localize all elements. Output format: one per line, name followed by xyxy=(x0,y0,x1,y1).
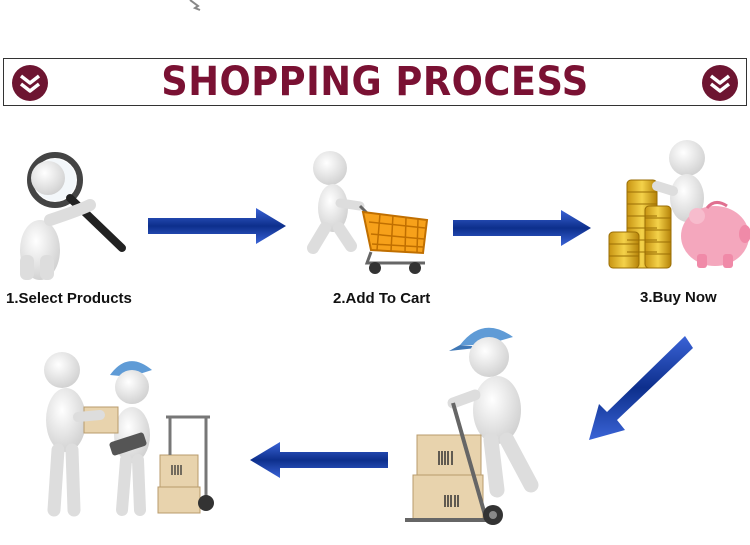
package-handover-figure-icon xyxy=(44,352,214,517)
banner-title: SHOPPING PROCESS xyxy=(161,59,589,105)
magnifier-figure-icon xyxy=(20,152,126,280)
step-label-buy-now: 3.Buy Now xyxy=(640,289,717,306)
top-decoration-mark xyxy=(189,0,201,11)
arrow-right-icon xyxy=(453,210,591,246)
chevron-down-badge-right-icon xyxy=(702,65,738,101)
arrow-left-icon xyxy=(250,442,388,478)
shopping-process-banner: SHOPPING PROCESS xyxy=(3,58,747,106)
hand-truck-delivery-figure-icon xyxy=(405,327,539,525)
coins-piggybank-figure-icon xyxy=(608,140,750,269)
chevron-down-badge-left-icon xyxy=(12,65,48,101)
step-label-select-products: 1.Select Products xyxy=(6,290,132,307)
arrow-down-left-icon xyxy=(589,336,693,440)
arrow-right-icon xyxy=(148,208,286,244)
step-label-add-to-cart: 2.Add To Cart xyxy=(333,290,431,307)
shopping-cart-figure-icon xyxy=(307,151,429,274)
